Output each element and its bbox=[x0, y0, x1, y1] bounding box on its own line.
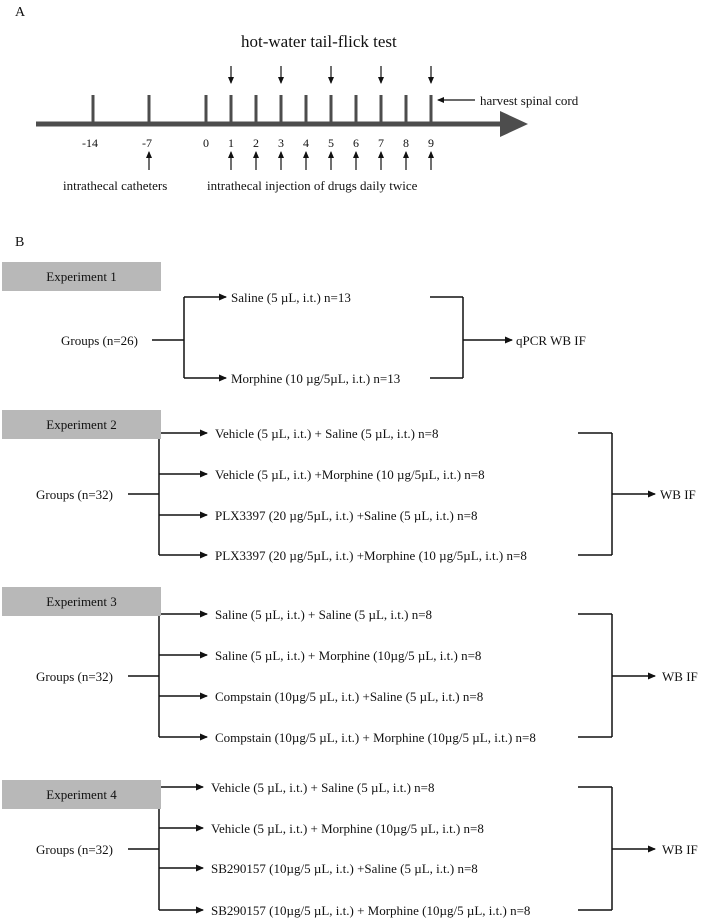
arm-label: Vehicle (5 µL, i.t.) + Morphine (10µg/5 … bbox=[211, 821, 484, 836]
groups-label: Groups (n=26) bbox=[61, 333, 139, 348]
arm-label: Saline (5 µL, i.t.) + Saline (5 µL, i.t.… bbox=[215, 607, 433, 622]
timeline-ticks bbox=[91, 95, 433, 122]
injection-arrows bbox=[146, 151, 434, 170]
experiment-1-box: Experiment 1 bbox=[2, 262, 161, 291]
arm-label: Vehicle (5 µL, i.t.) +Morphine (10 µg/5µ… bbox=[215, 467, 485, 482]
tick-label: 2 bbox=[253, 136, 259, 150]
outcome-label: WB IF bbox=[660, 487, 696, 502]
experiment-3-connectors bbox=[128, 610, 656, 741]
arm-label: PLX3397 (20 µg/5µL, i.t.) +Saline (5 µL,… bbox=[215, 508, 478, 523]
arm-label: Vehicle (5 µL, i.t.) + Saline (5 µL, i.t… bbox=[211, 780, 435, 795]
tick-label: 8 bbox=[403, 136, 409, 150]
outcome-label: WB IF bbox=[662, 669, 698, 684]
experiment-4-connectors bbox=[128, 783, 656, 914]
timeline-title: hot-water tail-flick test bbox=[241, 32, 397, 51]
arm-label: SB290157 (10µg/5 µL, i.t.) + Morphine (1… bbox=[211, 903, 531, 918]
groups-label: Groups (n=32) bbox=[36, 669, 114, 684]
experiment-2-box: Experiment 2 bbox=[2, 410, 161, 439]
tick-label: 1 bbox=[228, 136, 234, 150]
groups-label: Groups (n=32) bbox=[36, 487, 114, 502]
tick-label: 4 bbox=[303, 136, 309, 150]
tick-label: -7 bbox=[142, 136, 152, 150]
experiment-1-connectors bbox=[152, 293, 513, 382]
experiment-3-box: Experiment 3 bbox=[2, 587, 161, 616]
panel-a-label: A bbox=[15, 5, 26, 20]
arm-label: Compstain (10µg/5 µL, i.t.) +Saline (5 µ… bbox=[215, 689, 484, 704]
outcome-label: WB IF bbox=[662, 842, 698, 857]
tick-label: 3 bbox=[278, 136, 284, 150]
tick-label: 0 bbox=[203, 136, 209, 150]
harvest-label: harvest spinal cord bbox=[480, 93, 579, 108]
arm-label: Saline (5 µL, i.t.) + Morphine (10µg/5 µ… bbox=[215, 648, 482, 663]
panel-b-label: B bbox=[15, 235, 25, 250]
tick-label: 5 bbox=[328, 136, 334, 150]
catheter-label: intrathecal catheters bbox=[63, 178, 168, 193]
arm-label: PLX3397 (20 µg/5µL, i.t.) +Morphine (10 … bbox=[215, 548, 527, 563]
outcome-label: qPCR WB IF bbox=[516, 333, 586, 348]
tick-label: 6 bbox=[353, 136, 359, 150]
arm-label: Compstain (10µg/5 µL, i.t.) + Morphine (… bbox=[215, 730, 536, 745]
experiment-2-connectors bbox=[128, 429, 656, 559]
injection-label: intrathecal injection of drugs daily twi… bbox=[207, 178, 418, 193]
groups-label: Groups (n=32) bbox=[36, 842, 114, 857]
tick-label: 7 bbox=[378, 136, 384, 150]
arm-label: SB290157 (10µg/5 µL, i.t.) +Saline (5 µL… bbox=[211, 861, 478, 876]
arm-label: Morphine (10 µg/5µL, i.t.) n=13 bbox=[231, 371, 401, 386]
arm-label: Saline (5 µL, i.t.) n=13 bbox=[231, 290, 351, 305]
experiment-4-box: Experiment 4 bbox=[2, 780, 161, 809]
tick-label: 9 bbox=[428, 136, 434, 150]
arm-label: Vehicle (5 µL, i.t.) + Saline (5 µL, i.t… bbox=[215, 426, 439, 441]
tick-label: -14 bbox=[82, 136, 98, 150]
timeline-arrowhead bbox=[500, 111, 528, 137]
test-arrows bbox=[228, 66, 434, 84]
